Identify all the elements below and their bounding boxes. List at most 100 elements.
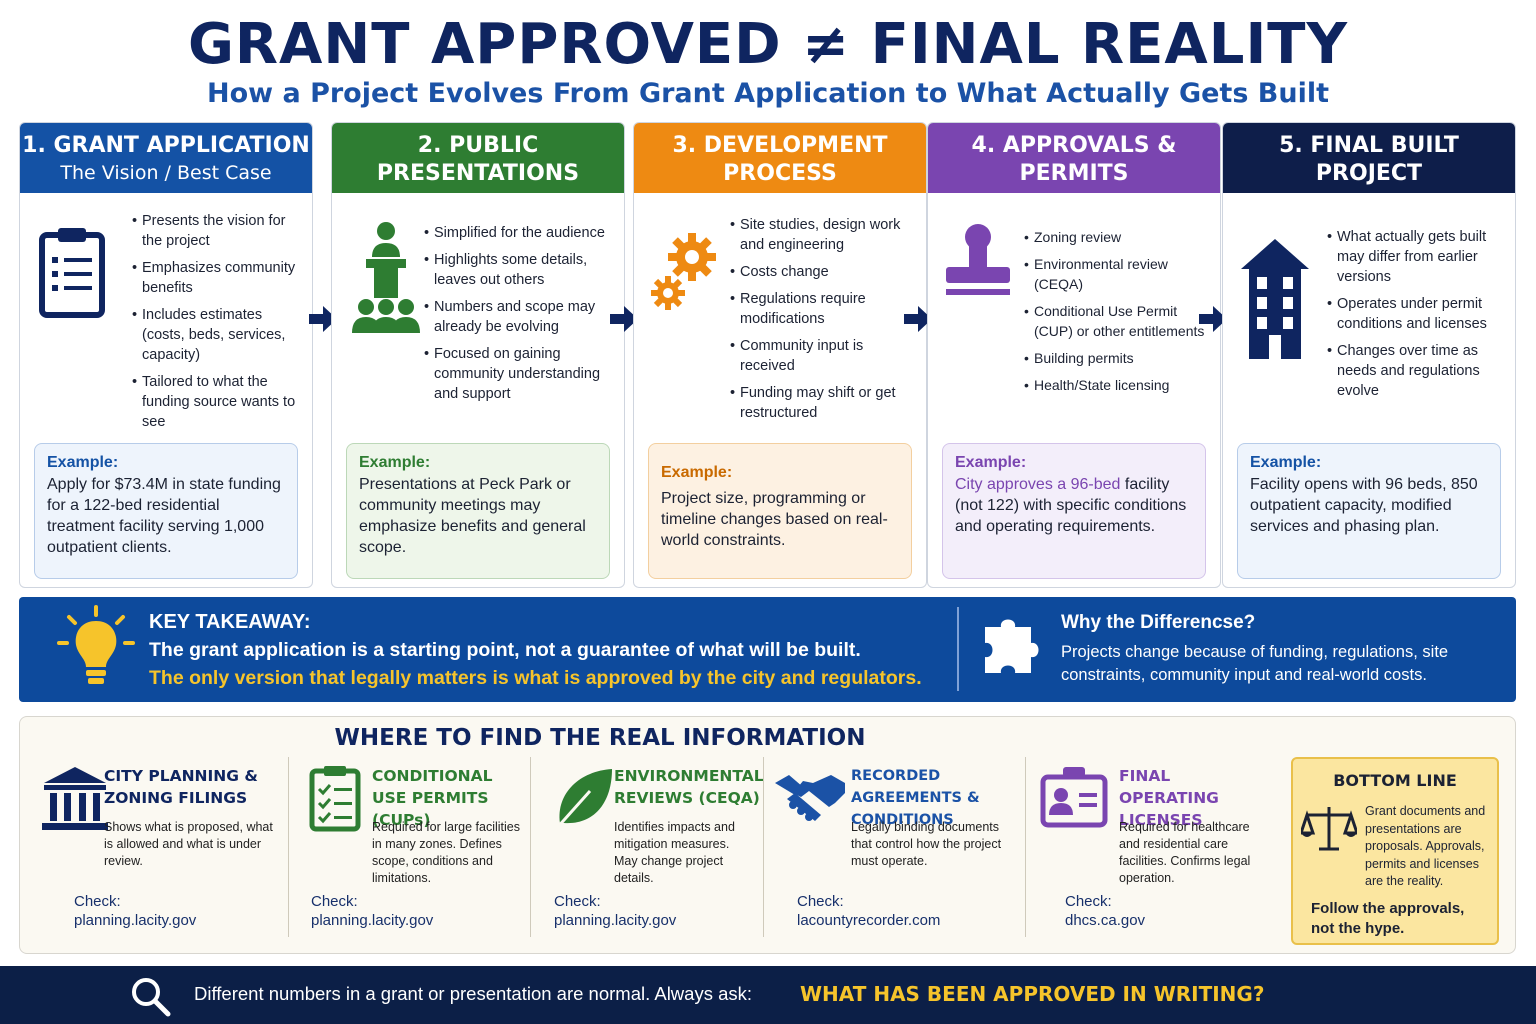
- section-title: WHERE TO FIND THE REAL INFORMATION: [334, 725, 866, 751]
- stage-development-process: 3. DEVELOPMENT PROCESS Reality Sets In S…: [633, 122, 927, 588]
- bullet: Environmental review (CEQA): [1024, 254, 1212, 294]
- check-label: Check:: [797, 893, 844, 910]
- example-text: facility (not 122) with specific conditi…: [955, 476, 1187, 535]
- source-title: CONDITIONAL USE PERMITS (CUPs): [372, 767, 493, 829]
- bottom-line-follow: Follow the approvals, not the hype.: [1311, 900, 1465, 937]
- bullet: Site studies, design work and engineerin…: [730, 215, 918, 255]
- key-takeaway-banner: KEY TAKEAWAY: The grant application is a…: [19, 597, 1516, 702]
- bullet: Presents the vision for the project: [132, 211, 304, 251]
- bullet: Simplified for the audience: [424, 223, 616, 243]
- source-title: ENVIRONMENTAL REVIEWS (CEQA): [614, 767, 764, 807]
- bottom-line-text: Grant documents and presentations are pr…: [1365, 804, 1486, 888]
- stage-subtitle: The Simplified Message: [365, 190, 591, 212]
- stage-header: 4. APPROVALS & PERMITS What's Officially…: [928, 123, 1220, 212]
- stage-title: 3. DEVELOPMENT PROCESS: [672, 133, 888, 186]
- stage-subtitle: The Vision / Best Case: [60, 162, 272, 184]
- check-label: Check:: [74, 893, 121, 910]
- divider: [530, 757, 531, 937]
- check-label: Check:: [311, 893, 358, 910]
- arrow-right-icon: [904, 306, 932, 332]
- source-description: Identifies impacts and mitigation measur…: [614, 820, 735, 885]
- handshake-icon: [775, 775, 845, 821]
- takeaway-label: KEY TAKEAWAY:: [149, 611, 311, 633]
- stage-header: 2. PUBLIC PRESENTATIONS The Simplified M…: [332, 123, 624, 212]
- bullet: Operates under permit conditions and lic…: [1327, 294, 1507, 334]
- bullet: Includes estimates (costs, beds, service…: [132, 305, 304, 365]
- divider: [763, 757, 764, 937]
- example-text: Apply for $73.4M in state funding for a …: [47, 476, 281, 556]
- stage-subtitle: The End Result: [1297, 190, 1441, 212]
- source-description: Legally binding documents that control h…: [851, 820, 1002, 868]
- divider: [288, 757, 289, 937]
- page-title: GRANT APPROVED ≠ FINAL REALITY: [187, 12, 1349, 77]
- stage-bullets: Zoning review Environmental review (CEQA…: [1024, 227, 1212, 402]
- example-label: Example:: [661, 464, 733, 481]
- bullet: Highlights some details, leaves out othe…: [424, 250, 616, 290]
- example-box: Example: Presentations at Peck Park or c…: [346, 443, 610, 579]
- check-link[interactable]: planning.lacity.gov: [311, 912, 434, 929]
- example-label: Example:: [359, 454, 431, 471]
- check-label: Check:: [1065, 893, 1112, 910]
- source-title: CITY PLANNING & ZONING FILINGS: [104, 767, 258, 807]
- source-title: FINAL OPERATING LICENSES: [1119, 767, 1219, 829]
- example-text: Facility opens with 96 beds, 850 outpati…: [1250, 476, 1478, 535]
- check-link[interactable]: planning.lacity.gov: [554, 912, 677, 929]
- stage-bullets: Site studies, design work and engineerin…: [730, 215, 918, 430]
- page-subtitle: How a Project Evolves From Grant Applica…: [206, 78, 1330, 109]
- footer-text: Different numbers in a grant or presenta…: [194, 983, 753, 1004]
- check-link[interactable]: lacountyrecorder.com: [797, 912, 941, 929]
- example-highlight: City approves a 96-bed: [955, 476, 1121, 493]
- example-box: Example: Apply for $73.4M in state fundi…: [34, 443, 298, 579]
- bullet: Community input is received: [730, 336, 918, 376]
- arrow-right-icon: [1199, 306, 1227, 332]
- bullet: Funding may shift or get restructured: [730, 383, 918, 423]
- bullet: Changes over time as needs and regulatio…: [1327, 341, 1507, 401]
- stamp-icon: [946, 224, 1010, 295]
- stage-subtitle: What's Officially Allowed: [956, 190, 1192, 212]
- bullet: Regulations require modifications: [730, 289, 918, 329]
- lightbulb-icon: [57, 605, 135, 684]
- bullet: Tailored to what the funding source want…: [132, 372, 304, 432]
- clipboard-icon: [39, 228, 105, 318]
- scales-icon: [1301, 807, 1357, 851]
- divider: [957, 607, 959, 691]
- checklist-icon: [309, 766, 361, 832]
- stage-header: 5. FINAL BUILT PROJECT The End Result: [1223, 123, 1515, 212]
- bullet: Building permits: [1024, 348, 1212, 368]
- bottom-line-box: BOTTOM LINE Grant documents and presenta…: [1291, 757, 1499, 945]
- source-cup: CONDITIONAL USE PERMITS (CUPs) Required …: [288, 757, 530, 943]
- stage-header: 3. DEVELOPMENT PROCESS Reality Sets In: [634, 123, 926, 212]
- id-badge-icon: [1040, 767, 1108, 828]
- bullet: Costs change: [730, 262, 918, 282]
- check-link[interactable]: dhcs.ca.gov: [1065, 912, 1146, 929]
- stage-title: 2. PUBLIC PRESENTATIONS: [376, 133, 580, 186]
- bullet: Focused on gaining community understandi…: [424, 344, 616, 404]
- source-recorded-agreements: RECORDED AGREEMENTS & CONDITIONS Legally…: [763, 757, 1025, 943]
- stage-subtitle: Reality Sets In: [712, 190, 848, 212]
- stage-title: 5. FINAL BUILT PROJECT: [1279, 133, 1459, 186]
- bullet: Health/State licensing: [1024, 375, 1212, 395]
- stage-bullets: What actually gets built may differ from…: [1327, 227, 1507, 408]
- takeaway-line-1: The grant application is a starting poin…: [149, 639, 861, 661]
- stage-title: 4. APPROVALS & PERMITS: [971, 133, 1177, 186]
- check-link[interactable]: planning.lacity.gov: [74, 912, 197, 929]
- footer-question: WHAT HAS BEEN APPROVED IN WRITING?: [800, 982, 1265, 1006]
- source-ceqa: ENVIRONMENTAL REVIEWS (CEQA) Identifies …: [530, 757, 764, 943]
- stage-final-built-project: 5. FINAL BUILT PROJECT The End Result Wh…: [1222, 122, 1516, 588]
- check-label: Check:: [554, 893, 601, 910]
- source-licenses: FINAL OPERATING LICENSES Required for he…: [1025, 757, 1275, 943]
- stage-public-presentations: 2. PUBLIC PRESENTATIONS The Simplified M…: [331, 122, 625, 588]
- bullet: Emphasizes community benefits: [132, 258, 304, 298]
- bullet: Zoning review: [1024, 227, 1212, 247]
- divider: [1025, 757, 1026, 937]
- why-difference-label: Why the Differencse?: [1061, 612, 1256, 633]
- building-icon: [1241, 239, 1309, 359]
- puzzle-piece-icon: [985, 619, 1039, 673]
- takeaway-line-2: The only version that legally matters is…: [149, 667, 922, 689]
- podium-audience-icon: [352, 222, 420, 333]
- source-description: Shows what is proposed, what is allowed …: [104, 820, 273, 868]
- why-difference-text: Projects change because of funding, regu…: [1061, 643, 1449, 684]
- bottom-line-title: BOTTOM LINE: [1333, 771, 1457, 790]
- source-city-planning: CITY PLANNING & ZONING FILINGS Shows wha…: [20, 757, 288, 943]
- arrow-right-icon: [610, 306, 638, 332]
